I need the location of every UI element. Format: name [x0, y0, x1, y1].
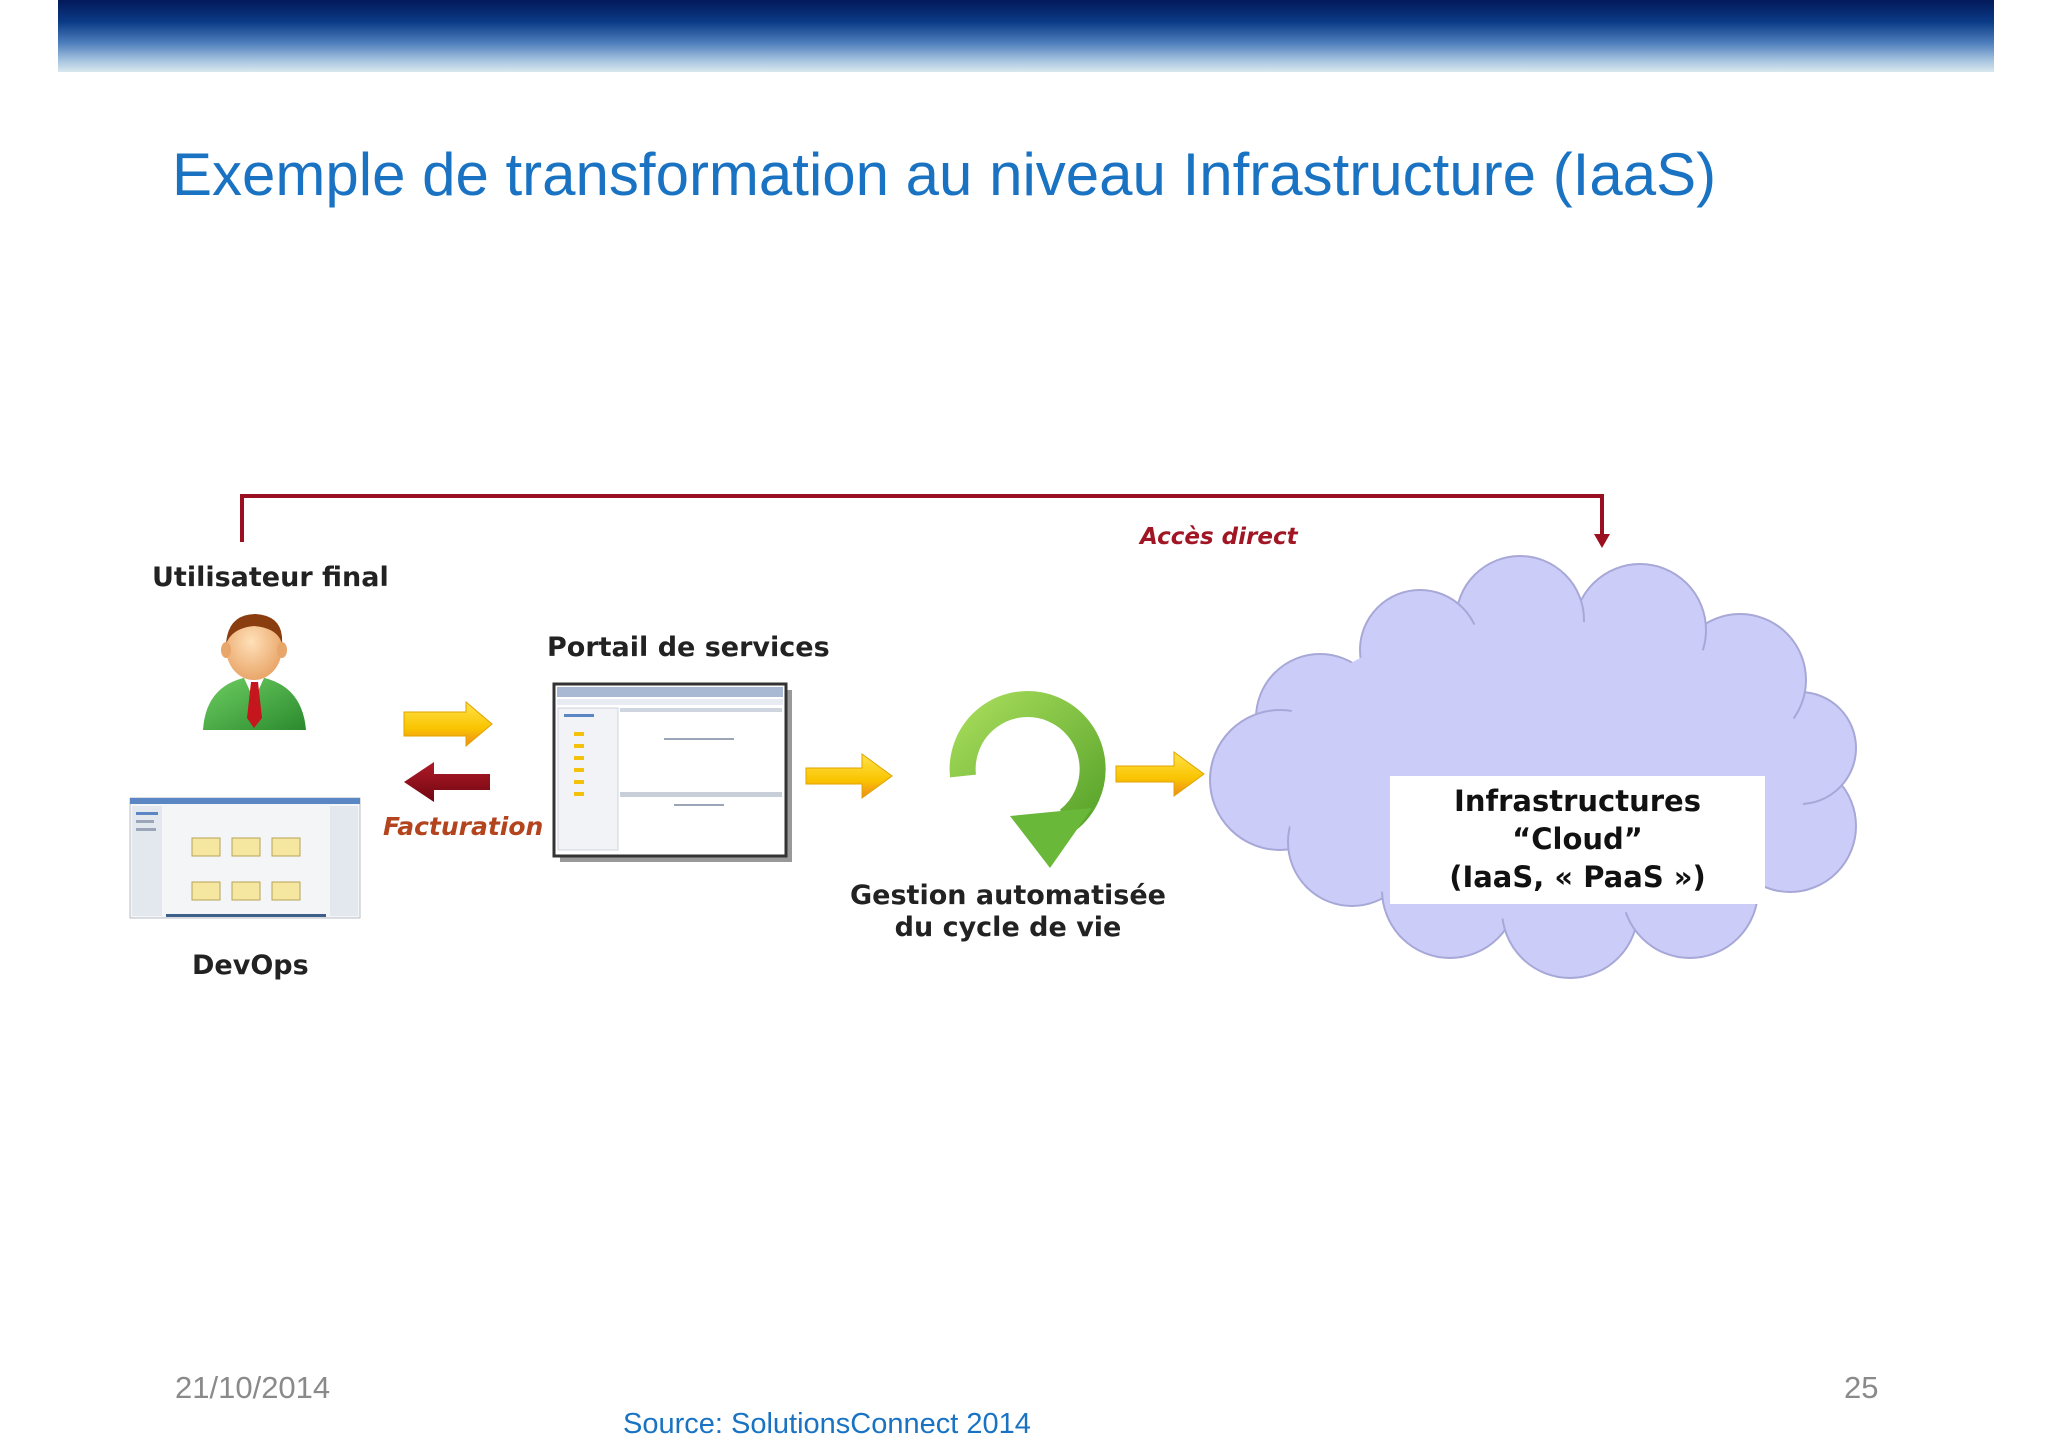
devops-screenshot-icon	[129, 797, 361, 919]
direct-access-connector	[240, 494, 1610, 548]
billing-arrow	[404, 762, 490, 802]
cloud-label-line1: Infrastructures “Cloud”	[1454, 784, 1701, 856]
header-band	[58, 0, 1994, 72]
arrow-to-cloud	[1115, 751, 1205, 797]
slide-title: Exemple de transformation au niveau Infr…	[172, 141, 1717, 208]
direct-access-label: Accès direct	[1140, 524, 1298, 550]
slide-date: 21/10/2014	[175, 1370, 331, 1405]
devops-label: DevOps	[192, 950, 309, 981]
source-citation: Source: SolutionsConnect 2014	[623, 1408, 1031, 1440]
cloud-label-line2: (IaaS, « PaaS »)	[1449, 860, 1706, 894]
user-label: Utilisateur final	[152, 562, 389, 593]
cloud-label: Infrastructures “Cloud” (IaaS, « PaaS »)	[1390, 776, 1765, 904]
billing-label: Facturation	[383, 812, 544, 841]
arrow-to-lifecycle	[805, 753, 893, 799]
business-person-icon	[203, 614, 306, 730]
circular-arrow-icon	[949, 691, 1106, 868]
arrow-to-portal	[403, 700, 493, 748]
cloud-icon	[1209, 555, 1857, 979]
portal-screenshot-icon	[552, 682, 792, 862]
lifecycle-label-line1: Gestion automatisée	[850, 880, 1166, 911]
lifecycle-label-line2: du cycle de vie	[894, 912, 1122, 943]
iaas-diagram: Utilisateur final Portail de services De…	[120, 470, 1960, 1010]
lifecycle-label: Gestion automatisée du cycle de vie	[850, 880, 1166, 944]
page-number: 25	[1844, 1370, 1879, 1405]
portal-label: Portail de services	[547, 632, 830, 663]
